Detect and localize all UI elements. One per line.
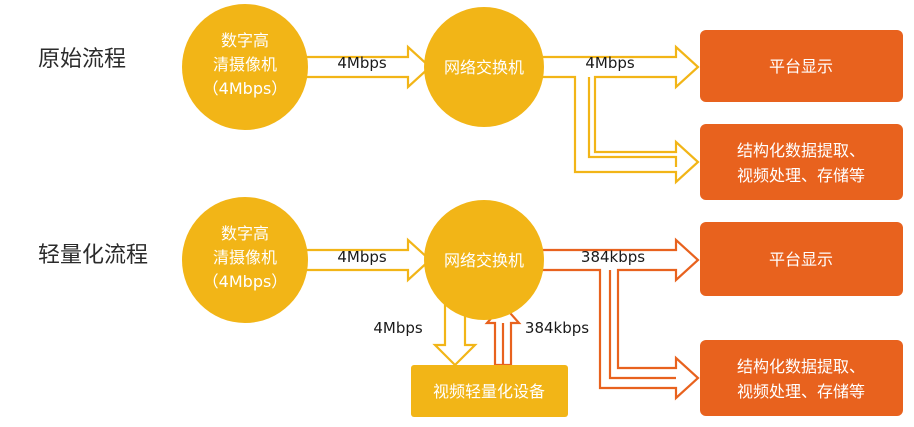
rate-label: 384kbps xyxy=(581,248,645,266)
row-label-original: 原始流程 xyxy=(38,47,126,72)
switch-node-original: 网络交换机 xyxy=(424,7,544,127)
camera-label-line3: （4Mbps） xyxy=(203,272,288,291)
target-processing-original: 结构化数据提取、 视频处理、存储等 xyxy=(700,124,903,200)
arrow-inner-line xyxy=(608,270,676,380)
target-label-line1: 结构化数据提取、 xyxy=(737,357,865,376)
switch-label: 网络交换机 xyxy=(444,251,524,270)
target-platform-display-original: 平台显示 xyxy=(700,30,903,102)
device-box xyxy=(411,365,568,417)
camera-label-line3: （4Mbps） xyxy=(203,79,288,98)
lightweight-device: 视频轻量化设备 xyxy=(411,365,568,417)
target-label-line1: 结构化数据提取、 xyxy=(737,141,865,160)
target-platform-display-lightweight: 平台显示 xyxy=(700,222,903,296)
rate-label: 4Mbps xyxy=(373,319,423,337)
target-box xyxy=(700,30,903,102)
camera-label-line2: 清摄像机 xyxy=(213,248,277,267)
camera-node-lightweight: 数字高 清摄像机 （4Mbps） xyxy=(182,197,308,323)
arrow-camera-to-switch-lightweight xyxy=(298,237,432,283)
camera-label-line1: 数字高 xyxy=(221,31,269,50)
target-box xyxy=(700,340,903,416)
arrow-switch-to-outputs-lightweight xyxy=(538,237,700,401)
switch-label: 网络交换机 xyxy=(444,58,524,77)
switch-circle xyxy=(424,200,544,320)
arrow-inner-line xyxy=(587,77,678,167)
camera-circle xyxy=(182,4,308,130)
camera-label-line1: 数字高 xyxy=(221,224,269,243)
rate-label: 4Mbps xyxy=(337,54,387,72)
row-label-lightweight: 轻量化流程 xyxy=(38,243,148,268)
target-label-line2: 视频处理、存储等 xyxy=(737,382,865,401)
device-label: 视频轻量化设备 xyxy=(433,382,545,401)
target-box xyxy=(700,124,903,200)
switch-circle xyxy=(424,7,544,127)
target-label-line2: 视频处理、存储等 xyxy=(737,166,865,185)
target-label: 平台显示 xyxy=(769,57,833,76)
rate-label: 4Mbps xyxy=(585,54,635,72)
target-box xyxy=(700,222,903,296)
arrow-camera-to-switch-original xyxy=(298,44,432,90)
camera-label-line2: 清摄像机 xyxy=(213,55,277,74)
rate-label: 4Mbps xyxy=(337,248,387,266)
target-processing-lightweight: 结构化数据提取、 视频处理、存储等 xyxy=(700,340,903,416)
switch-node-lightweight: 网络交换机 xyxy=(424,200,544,320)
rate-label: 384kbps xyxy=(525,319,589,337)
target-label: 平台显示 xyxy=(769,250,833,269)
camera-node-original: 数字高 清摄像机 （4Mbps） xyxy=(182,4,308,130)
camera-circle xyxy=(182,197,308,323)
arrow-switch-to-outputs-original xyxy=(536,44,700,185)
